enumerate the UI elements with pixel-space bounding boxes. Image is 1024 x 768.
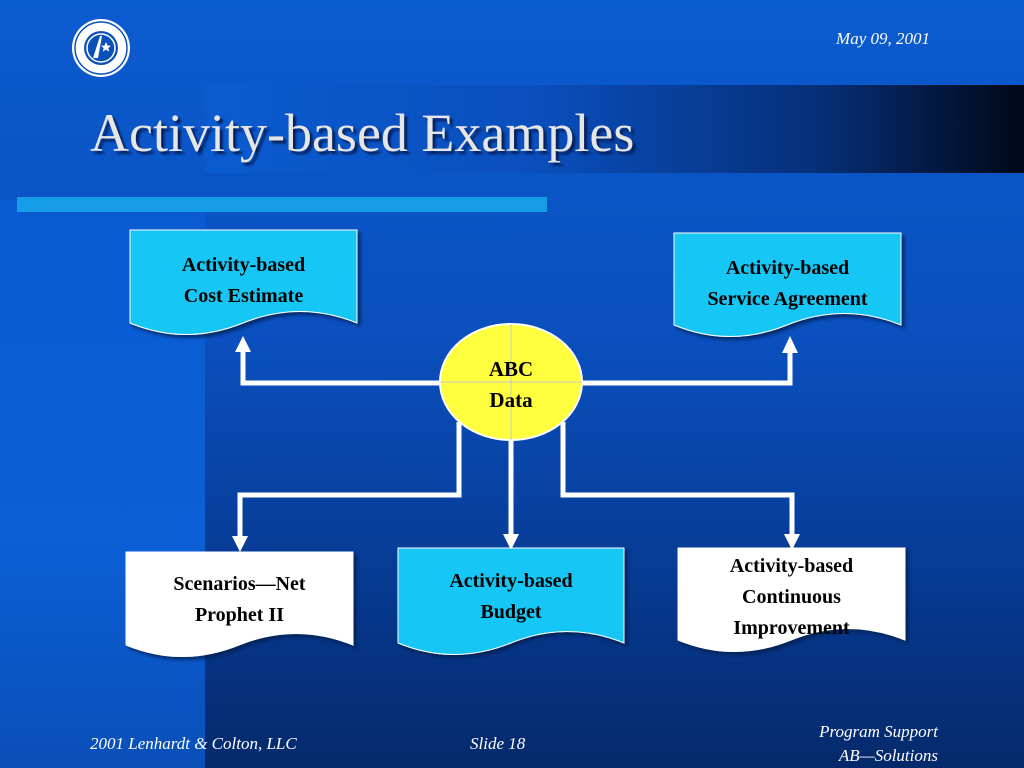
doc-shape-service-agreement: [673, 232, 902, 337]
node-budget-line1: Activity-based: [449, 570, 573, 592]
center-node-line2: Data: [489, 388, 533, 412]
node-budget-line2: Budget: [480, 601, 542, 623]
arrowhead-service-agreement: [782, 336, 798, 353]
slide-title: Activity-based Examples: [90, 103, 635, 163]
node-cost-estimate: Activity-based Cost Estimate: [130, 250, 357, 312]
node-scenarios: Scenarios—Net Prophet II: [126, 569, 353, 631]
node-service-agreement-line1: Activity-based: [725, 257, 850, 279]
node-continuous-improvement: Activity-based Continuous Improvement: [678, 551, 905, 644]
connector-to-service-agreement: [582, 353, 793, 386]
mndot-seal-icon: [72, 19, 130, 77]
footer-copyright: 2001 Lenhardt & Colton, LLC: [90, 734, 297, 753]
footer-slide-number: Slide 18: [470, 734, 526, 753]
title-band: [205, 85, 1024, 173]
connector-lines: [237, 352, 795, 540]
footer-program: Program Support AB—Solutions: [760, 720, 938, 768]
center-node-line1: ABC: [488, 357, 534, 381]
arrowheads: [232, 336, 800, 552]
node-cost-estimate-line1: Activity-based: [181, 254, 306, 276]
node-scenarios-line1: Scenarios—Net: [173, 573, 306, 595]
connector-to-scenarios: [237, 422, 462, 540]
center-node-label: ABC Data: [440, 354, 582, 416]
doc-shape-continuous-improvement: [677, 547, 906, 652]
arrowhead-cost-estimate: [235, 336, 251, 352]
connector-to-continuous-improvement: [560, 422, 795, 536]
connector-to-cost-estimate: [240, 352, 440, 386]
node-service-agreement-line2: Service Agreement: [707, 288, 868, 310]
footer-program-line1: Program Support: [819, 722, 938, 741]
arrowhead-continuous-improvement: [784, 534, 800, 550]
node-continuous-improvement-line1: Activity-based: [729, 555, 854, 577]
node-cost-estimate-line2: Cost Estimate: [183, 285, 304, 307]
doc-shape-cost-estimate: [129, 229, 358, 335]
node-continuous-improvement-line2: Continuous: [742, 586, 841, 608]
doc-shape-scenarios: [125, 551, 354, 657]
arrowhead-scenarios: [232, 536, 248, 552]
node-service-agreement: Activity-based Service Agreement: [674, 253, 901, 315]
arrowhead-budget: [503, 534, 519, 550]
accent-bar: [17, 197, 547, 212]
node-scenarios-line2: Prophet II: [194, 604, 285, 626]
node-budget: Activity-based Budget: [398, 566, 624, 628]
node-continuous-improvement-line3: Improvement: [733, 617, 850, 639]
doc-shape-budget: [397, 547, 625, 655]
footer-program-line2: AB—Solutions: [838, 746, 938, 765]
slide-date: May 09, 2001: [836, 29, 930, 48]
